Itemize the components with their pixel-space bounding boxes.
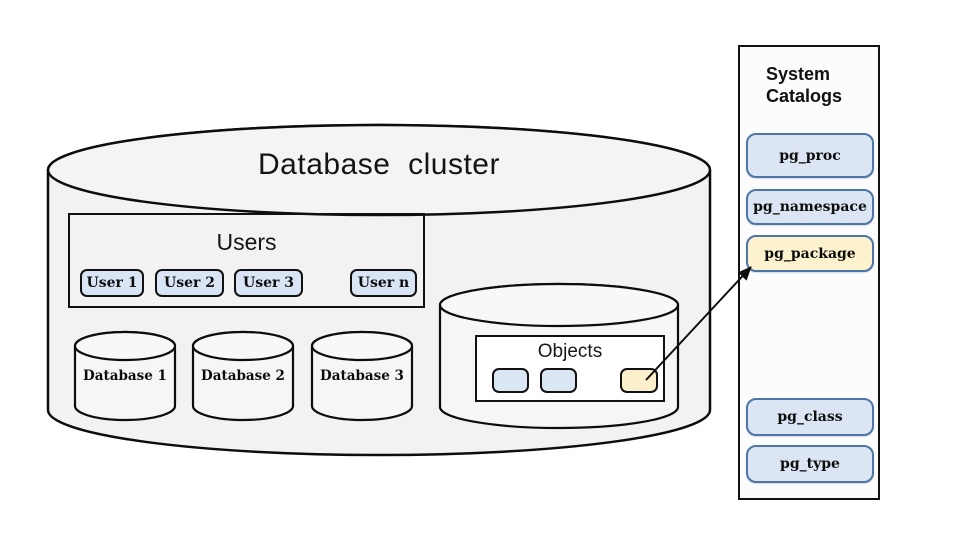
user-node-1: User 1 (80, 269, 144, 297)
catalog-item-pg-namespace: pg_namespace (746, 189, 874, 225)
database-cluster-cylinder-top (46, 123, 712, 217)
database-3-label: Database 3 (320, 368, 404, 384)
objects-cylinder-top (438, 282, 680, 328)
users-group-title: Users (216, 229, 277, 255)
object-node-yellow (620, 368, 658, 393)
objects-title: Objects (537, 341, 603, 362)
database-2-cylinder-top (191, 330, 295, 362)
users-group-box: Users User 1 User 2 User 3 User n (68, 213, 425, 308)
user-node-3: User 3 (234, 269, 303, 297)
object-node-blue-2 (540, 368, 577, 393)
database-3-cylinder-top (310, 330, 414, 362)
catalog-item-pg-proc: pg_proc (746, 133, 874, 178)
catalog-item-pg-class: pg_class (746, 398, 874, 436)
catalog-item-pg-type: pg_type (746, 445, 874, 483)
database-cluster-title: Database cluster (258, 148, 500, 181)
system-catalogs-panel: System Catalogs pg_proc pg_namespace pg_… (738, 45, 880, 500)
system-catalogs-title: System Catalogs (766, 64, 843, 106)
catalog-item-pg-package: pg_package (746, 235, 874, 272)
database-2-label: Database 2 (201, 368, 285, 384)
object-node-blue-1 (492, 368, 529, 393)
user-node-n: User n (350, 269, 417, 297)
objects-box: Objects (475, 335, 665, 402)
user-node-2: User 2 (155, 269, 224, 297)
database-1-label: Database 1 (83, 368, 167, 384)
database-1-cylinder-top (73, 330, 177, 362)
